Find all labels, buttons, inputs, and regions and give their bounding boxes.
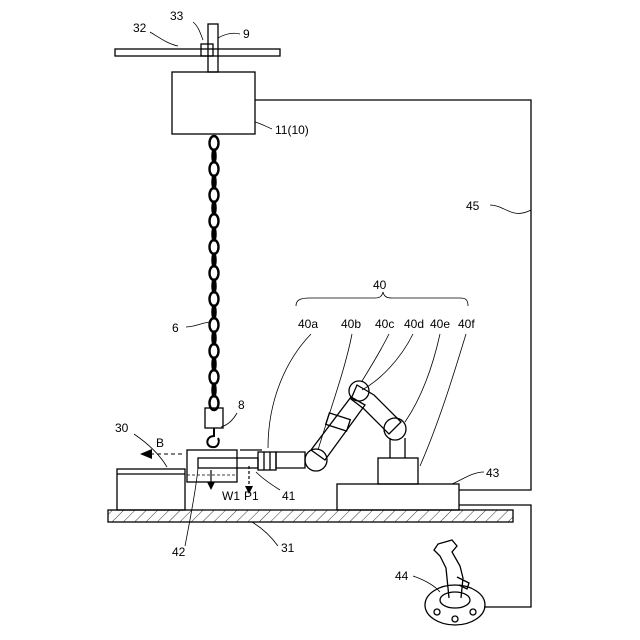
- label-40b: 40b: [341, 317, 361, 331]
- label-45: 45: [466, 199, 480, 213]
- label-11-10: 11(10): [275, 123, 309, 137]
- label-44: 44: [395, 569, 409, 583]
- chain-link: [210, 214, 219, 228]
- label-43: 43: [486, 466, 500, 480]
- label-33: 33: [170, 9, 184, 23]
- joint-40b: [305, 449, 327, 471]
- chain-link: [210, 344, 219, 358]
- hook: [207, 428, 218, 447]
- direction-arrow-b: [140, 449, 183, 459]
- chain-link: [210, 292, 219, 306]
- container: [117, 469, 185, 510]
- label-42: 42: [172, 545, 186, 559]
- chain-link: [210, 266, 219, 280]
- floor: [108, 510, 513, 522]
- label-6: 6: [172, 321, 179, 335]
- tool-flange: [258, 452, 276, 470]
- label-w1: W1: [222, 489, 240, 503]
- label-40c: 40c: [375, 317, 394, 331]
- label-9: 9: [243, 27, 250, 41]
- label-p1: P1: [244, 489, 259, 503]
- label-40d: 40d: [404, 317, 424, 331]
- chain-link: [210, 188, 219, 202]
- joint-40e: [384, 418, 406, 440]
- joystick-stick: [434, 540, 463, 598]
- wrist-link: [276, 452, 305, 468]
- arrow-w1: [207, 470, 215, 490]
- label-40a: 40a: [298, 317, 318, 331]
- chain-link: [210, 136, 219, 150]
- chain-link: [210, 318, 219, 332]
- label-40: 40: [373, 278, 387, 292]
- label-b: B: [156, 436, 164, 450]
- joystick: [425, 540, 485, 625]
- label-31: 31: [281, 541, 295, 555]
- hoist-body: [172, 72, 255, 134]
- upper-arm: [351, 385, 401, 434]
- workpiece-holder: [187, 450, 237, 482]
- label-32: 32: [133, 21, 147, 35]
- robot-base: [337, 484, 459, 510]
- forearm-band: [326, 413, 351, 431]
- label-40f: 40f: [458, 317, 475, 331]
- chain-link: [210, 240, 219, 254]
- control-cable: [255, 100, 531, 490]
- label-30: 30: [115, 421, 129, 435]
- bracket-40: [296, 292, 468, 306]
- label-8: 8: [238, 398, 245, 412]
- label-41: 41: [282, 489, 296, 503]
- label-40e: 40e: [430, 317, 450, 331]
- trolley-block: [201, 44, 213, 56]
- chain: [210, 136, 219, 410]
- robot-base-turret: [378, 458, 418, 484]
- chain-link: [210, 162, 219, 176]
- joystick-base: [425, 585, 485, 625]
- chain-link: [210, 370, 219, 384]
